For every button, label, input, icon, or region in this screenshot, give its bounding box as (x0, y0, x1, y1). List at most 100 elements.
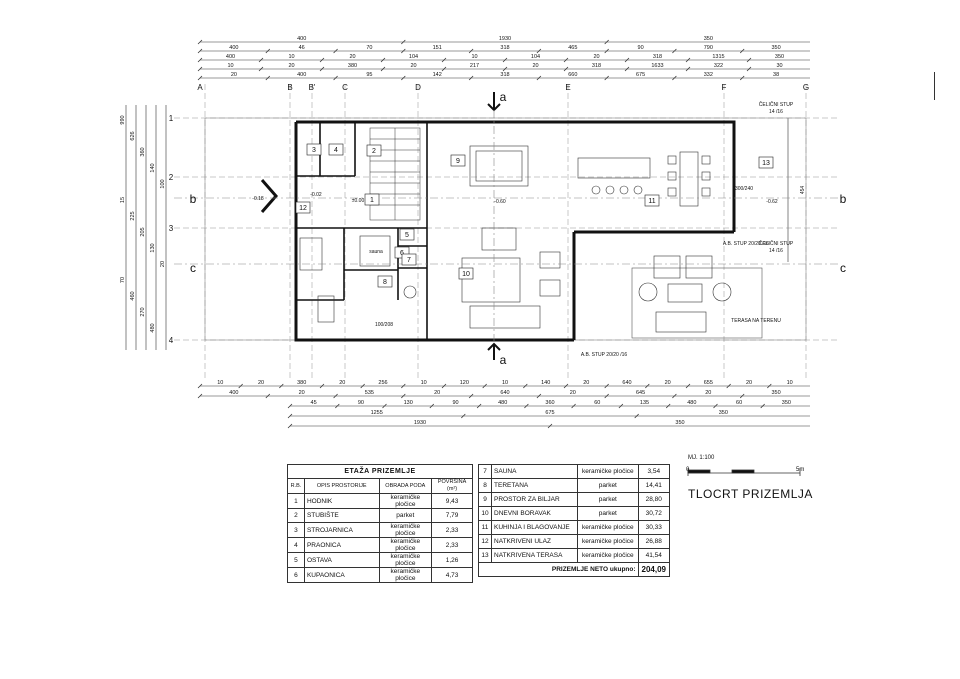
room-table-2-cell: SAUNA (491, 464, 579, 479)
dim-row3-8: 1315 (712, 54, 724, 60)
dim-bot2-5: 20 (570, 390, 576, 396)
steel-column-size-2: 14 /16 (769, 248, 783, 254)
total-label: PRIZEMLJE NETO ukupno: (478, 562, 639, 577)
dim-tick (624, 57, 630, 63)
room-number-13: 13 (762, 160, 770, 167)
section-b-right: b (840, 192, 847, 206)
dim-bot1-8: 140 (541, 380, 550, 386)
dim-bot1-1: 20 (258, 380, 264, 386)
axis-col-3: C (342, 83, 348, 92)
dim-left-11: 460 (130, 291, 136, 300)
dim-tick (685, 66, 691, 72)
room-table-1-cell: keramičke pločice (378, 537, 433, 553)
room-number-2: 2 (372, 148, 376, 155)
room-table-2-cell: 41,54 (637, 548, 671, 563)
dim-tick (571, 403, 576, 409)
dim-tick (645, 383, 650, 389)
room-table-1-cell: 2 (287, 508, 305, 523)
dim-row5-3: 142 (433, 72, 442, 78)
room-tag-7 (401, 253, 417, 266)
axis-col-1: B (287, 83, 292, 92)
dim-row4-6: 318 (592, 63, 601, 69)
room-number-4: 4 (334, 147, 338, 154)
dim-tick (604, 383, 609, 389)
steel-column-label-2: ČELIČNI STUP (759, 240, 794, 247)
dim-row3-0: 400 (226, 54, 235, 60)
room-table-1-cell: STUBIŠTE (303, 508, 380, 523)
room-number-10: 10 (462, 271, 470, 278)
dim-tick (468, 393, 474, 399)
dim-tick (401, 75, 406, 81)
axis-row-left-2: 3 (169, 224, 174, 233)
room-table-1-cell: 7,79 (431, 508, 473, 523)
room-tag-8 (377, 275, 393, 288)
dim-row2-7: 790 (704, 45, 713, 51)
room-table-1-cell: 2,33 (431, 537, 473, 553)
room-table-1-cell: OSTAVA (303, 552, 380, 568)
level-terrace: -0.62 (766, 199, 778, 205)
section-a-bottom: a (500, 353, 507, 367)
dim-row5-2: 95 (366, 72, 372, 78)
axis-col-5: E (565, 83, 570, 92)
total-value: 204,09 (637, 562, 671, 577)
rc-column-label-2: A.B. STUP 20/20 /16 (723, 241, 770, 247)
room-number-6: 6 (400, 250, 404, 257)
dim-row3-5: 104 (531, 54, 540, 60)
dim-bot3-3: 90 (452, 400, 458, 406)
dim-tick (287, 413, 293, 419)
dim-tick (319, 383, 325, 389)
room-table-2-cell: 13 (477, 548, 493, 563)
room-table-2-cell: parket (577, 506, 639, 521)
dim-row2-5: 465 (568, 45, 577, 51)
dim-row5-8: 38 (773, 72, 779, 78)
axis-row-left-3: 4 (169, 336, 174, 345)
dim-tick (726, 383, 731, 389)
room-table-1-cell: keramičke pločice (378, 567, 433, 583)
dim-row4-3: 20 (410, 63, 416, 69)
axis-col-0: A (197, 83, 203, 92)
axis-col-2: B' (309, 83, 316, 92)
dim-tick (746, 66, 752, 72)
dim-left-5: 15 (120, 197, 126, 203)
room-table-2-cell: 8 (477, 478, 493, 493)
dim-tick (197, 48, 203, 54)
dim-row4-9: 30 (776, 63, 782, 69)
dim-tick (258, 66, 264, 72)
dim-tick (536, 393, 542, 399)
room-table-1-cell: keramičke pločice (378, 552, 433, 568)
dim-left-6: 225 (130, 211, 136, 220)
scale-end: 5m (796, 467, 805, 473)
dim-bot1-9: 20 (583, 380, 589, 386)
room-tag-13 (758, 156, 774, 169)
dim-bot2-3: 20 (434, 390, 440, 396)
room-number-5: 5 (405, 232, 409, 239)
room-table-2-cell: 11 (477, 520, 493, 535)
dim-bot4-1: 675 (545, 410, 554, 416)
room-table-1-cell: 5 (287, 552, 305, 568)
room-number-12: 12 (299, 205, 307, 212)
dim-row3-2: 20 (349, 54, 355, 60)
section-c-right: c (840, 261, 846, 275)
room-table-2-cell: 9 (477, 492, 493, 507)
dim-row1-2: 350 (704, 36, 713, 42)
room-tag-1 (364, 193, 380, 206)
dim-row3-7: 318 (653, 54, 662, 60)
dim-tick (401, 393, 406, 399)
dim-tick (523, 383, 528, 389)
room-table-1-cell: 4 (287, 537, 305, 553)
dim-tick (536, 48, 542, 54)
room-table-2-cell: 30,33 (637, 520, 671, 535)
room-number-7: 7 (407, 257, 411, 264)
dim-tick (604, 39, 609, 45)
dim-tick (401, 39, 406, 45)
dim-454: 454 (800, 186, 806, 195)
room-number-11: 11 (648, 198, 655, 205)
dim-left-0: 990 (120, 115, 126, 124)
room-table-2-cell: 12 (477, 534, 493, 549)
dim-bot3-9: 60 (736, 400, 742, 406)
room-tag-11 (644, 194, 660, 207)
dim-tick (536, 75, 542, 81)
